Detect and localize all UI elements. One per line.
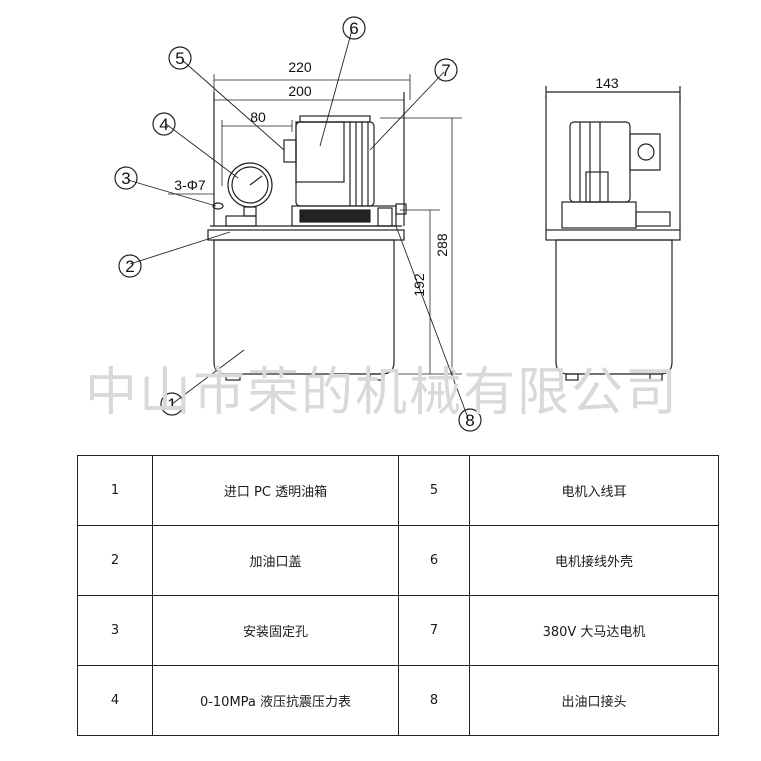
top-plate xyxy=(207,229,405,241)
watermark-text: 中山市荣的机械有限公司 xyxy=(85,363,679,423)
dim-80: 80 xyxy=(250,109,266,125)
motor xyxy=(283,115,375,207)
part-number: 5 xyxy=(398,455,470,526)
front-view xyxy=(207,92,407,381)
dim-143: 143 xyxy=(595,75,619,91)
callout-7: 7 xyxy=(441,61,450,80)
callout-2: 2 xyxy=(125,257,134,276)
dim-mount-hole: 3-Φ7 xyxy=(174,177,206,193)
table-row: 1 进口 PC 透明油箱 5 电机入线耳 xyxy=(77,455,719,526)
part-name: 出油口接头 xyxy=(469,665,719,736)
callout-4: 4 xyxy=(159,115,168,134)
part-number: 3 xyxy=(77,595,153,666)
callout-5: 5 xyxy=(175,49,184,68)
dim-288: 288 xyxy=(434,233,450,257)
callout-1: 1 xyxy=(167,395,176,414)
callout-6: 6 xyxy=(349,19,358,38)
callout-3: 3 xyxy=(121,169,130,188)
callout-8: 8 xyxy=(465,411,474,430)
dim-220: 220 xyxy=(288,59,312,75)
part-name: 进口 PC 透明油箱 xyxy=(152,455,399,526)
part-name: 安装固定孔 xyxy=(152,595,399,666)
oil-tank xyxy=(213,239,395,375)
part-name: 电机入线耳 xyxy=(469,455,719,526)
part-number: 6 xyxy=(398,525,470,596)
part-name: 电机接线外壳 xyxy=(469,525,719,596)
table-row: 2 加油口盖 6 电机接线外壳 xyxy=(77,525,719,596)
dim-192: 192 xyxy=(411,273,427,297)
parts-table: 1 进口 PC 透明油箱 5 电机入线耳 2 加油口盖 6 电机接线外壳 3 安… xyxy=(77,455,719,736)
part-name: 0-10MPa 液压抗震压力表 xyxy=(152,665,399,736)
part-number: 8 xyxy=(398,665,470,736)
oil-filler xyxy=(225,215,257,227)
table-row: 3 安装固定孔 7 380V 大马达电机 xyxy=(77,595,719,666)
technical-drawing: 220 200 80 143 3-Φ7 288 192 1 2 3 4 5 6 … xyxy=(85,16,681,432)
part-number: 1 xyxy=(77,455,153,526)
side-view xyxy=(545,86,681,381)
pressure-gauge xyxy=(227,162,273,217)
part-number: 7 xyxy=(398,595,470,666)
part-number: 2 xyxy=(77,525,153,596)
dim-200: 200 xyxy=(288,83,312,99)
side-tank xyxy=(555,239,673,375)
part-name: 380V 大马达电机 xyxy=(469,595,719,666)
part-name: 加油口盖 xyxy=(152,525,399,596)
table-row: 4 0-10MPa 液压抗震压力表 8 出油口接头 xyxy=(77,665,719,736)
callout-circles xyxy=(114,16,482,432)
part-number: 4 xyxy=(77,665,153,736)
